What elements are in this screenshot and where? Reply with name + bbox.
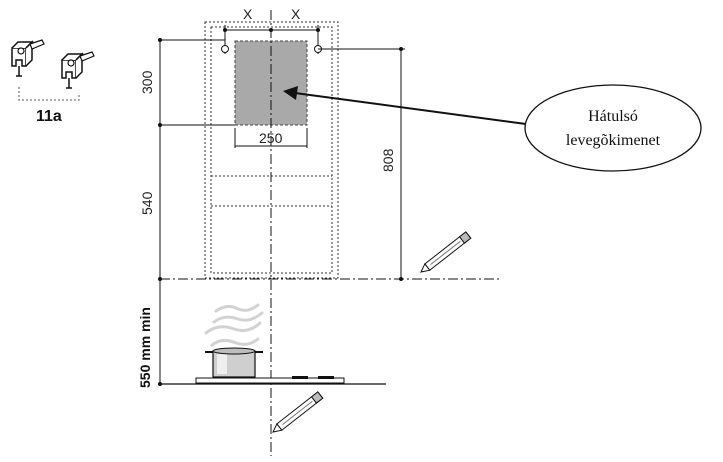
dimension-x-left: X <box>243 6 253 22</box>
callout-line-1: Hátulsó <box>588 108 638 125</box>
steam-icon <box>204 303 264 347</box>
cooktop <box>195 377 345 384</box>
dimension-550-min: 550 mm min <box>137 307 153 388</box>
callout-bubble <box>524 84 702 172</box>
dimension-808: 808 <box>380 148 396 172</box>
wall-bracket-icon <box>61 51 95 89</box>
pot-icon <box>205 347 263 378</box>
part-code-label: 11a <box>36 108 62 125</box>
wall-bracket-icon <box>11 39 45 77</box>
dimension-x-right: X <box>291 6 301 22</box>
pencil-icon <box>272 391 324 433</box>
callout-arrow <box>294 92 527 125</box>
hood-inner-outline <box>210 26 333 274</box>
callout-line-2: levegõkimenet <box>566 132 661 149</box>
pencil-icon <box>420 231 472 273</box>
dimension-250: 250 <box>259 130 283 146</box>
dimension-300: 300 <box>139 70 155 94</box>
dimension-540: 540 <box>139 191 155 215</box>
hood-outer-outline <box>204 21 339 279</box>
bracket-connector <box>18 87 80 101</box>
